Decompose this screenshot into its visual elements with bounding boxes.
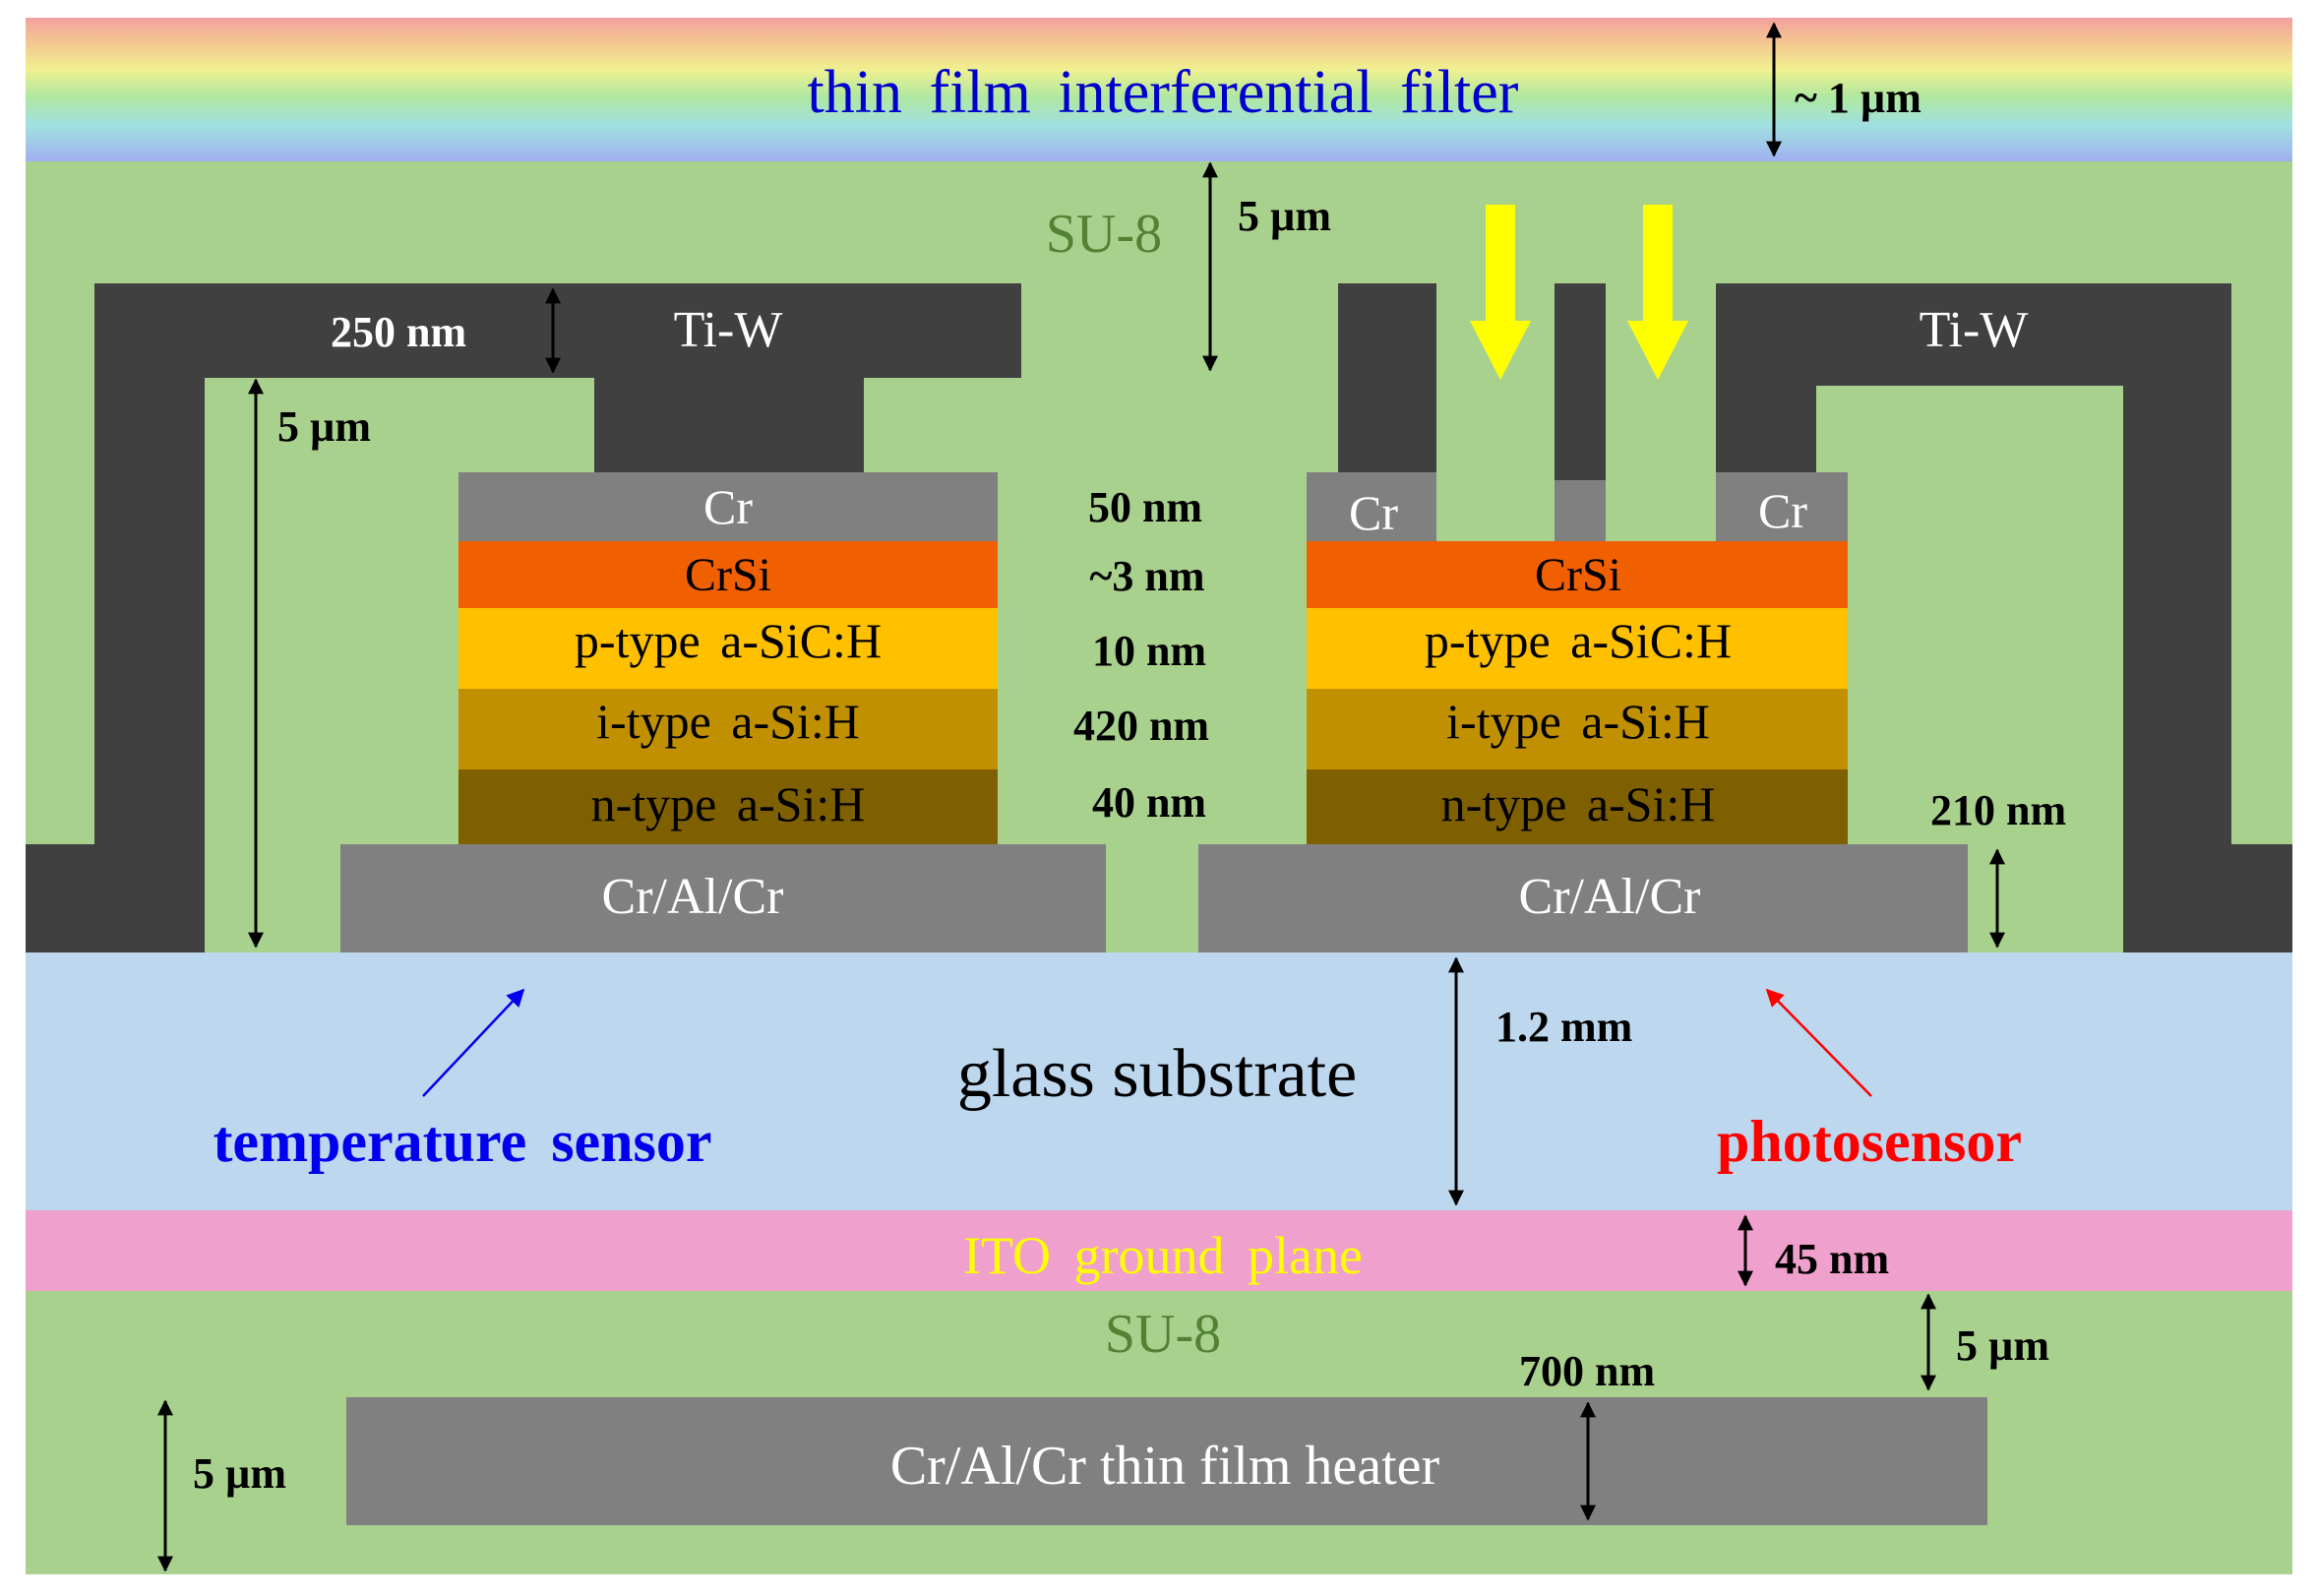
left-i-type-layer [458, 689, 998, 769]
tiw-height-label: 5 µm [277, 402, 371, 451]
filter-thickness-label: ~ 1 µm [1795, 74, 1922, 122]
tiw-right-electrode [1716, 283, 2292, 952]
left-n-type-label: n-type a-Si:H [591, 776, 866, 831]
right-n-type-label: n-type a-Si:H [1441, 776, 1716, 831]
temperature-sensor-pointer-icon [422, 988, 525, 1097]
right-i-type-label: i-type a-Si:H [1446, 694, 1710, 749]
glass-substrate-label: glass substrate [957, 1036, 1357, 1112]
tiw-right-center-finger [1555, 283, 1606, 480]
bottom-contact-thickness-label: 210 nm [1930, 786, 2066, 834]
right-i-type-layer [1307, 689, 1848, 769]
right-n-type-layer [1307, 769, 1848, 844]
left-cr-label: Cr [703, 479, 753, 534]
n-type-thickness-label: 40 nm [1092, 778, 1206, 827]
right-bottom-contact [1198, 844, 1968, 952]
temperature-sensor-label: temperature sensor [213, 1109, 711, 1174]
left-bottom-contact [340, 844, 1106, 952]
left-bottom-contact-label: Cr/Al/Cr [602, 869, 784, 925]
su8-top-thickness-label: 5 µm [1238, 192, 1331, 240]
tiw-left-electrode [26, 283, 1021, 952]
tiw-left-label: Ti-W [674, 302, 783, 358]
thin-film-heater [346, 1397, 1987, 1525]
tiw-thickness-label: 250 nm [331, 308, 466, 356]
crsi-thickness-label: ~3 nm [1089, 552, 1204, 600]
right-p-type-label: p-type a-SiC:H [1425, 613, 1732, 668]
left-n-type-layer [458, 769, 998, 844]
right-cr-right-pad [1716, 472, 1848, 541]
heater-label: Cr/Al/Cr thin film heater [890, 1436, 1440, 1497]
cr-thickness-label: 50 nm [1088, 483, 1202, 531]
left-p-type-layer [458, 608, 998, 689]
right-p-type-layer [1307, 608, 1848, 689]
right-bottom-contact-label: Cr/Al/Cr [1519, 869, 1701, 925]
su8-top-label: SU-8 [1046, 204, 1162, 265]
filter-label: thin film interferential filter [808, 59, 1519, 126]
left-i-type-label: i-type a-Si:H [596, 694, 860, 749]
heater-thickness-label: 700 nm [1519, 1347, 1655, 1395]
right-cr-right-label: Cr [1758, 483, 1807, 538]
su8-bottom-thickness-label: 5 µm [1956, 1321, 2049, 1370]
ito-label: ITO ground plane [963, 1226, 1363, 1285]
ito-ground-plane-layer [26, 1210, 2292, 1291]
left-cr-layer [458, 472, 998, 541]
right-crsi-label: CrSi [1535, 549, 1621, 601]
interferential-filter-layer [26, 18, 2292, 161]
photosensor-pointer-icon [1765, 988, 1872, 1097]
heater-su8-thickness-label: 5 µm [193, 1449, 286, 1498]
right-cr-left-label: Cr [1349, 485, 1398, 540]
tiw-right-label: Ti-W [1920, 302, 2029, 358]
ito-thickness-label: 45 nm [1775, 1235, 1889, 1283]
left-p-type-label: p-type a-SiC:H [575, 613, 882, 668]
light-arrow-left-icon [1470, 205, 1531, 380]
glass-thickness-label: 1.2 mm [1495, 1003, 1632, 1051]
right-cr-center-pad [1555, 480, 1606, 541]
i-type-thickness-label: 420 nm [1073, 702, 1209, 750]
left-crsi-label: CrSi [685, 549, 771, 601]
p-type-thickness-label: 10 nm [1092, 627, 1206, 675]
left-crsi-layer [458, 541, 998, 608]
tiw-right-inner-finger [1338, 283, 1436, 472]
glass-substrate-layer [26, 952, 2292, 1210]
su8-bottom-label: SU-8 [1105, 1304, 1221, 1365]
photosensor-label: photosensor [1717, 1109, 2022, 1174]
right-crsi-layer [1307, 541, 1848, 608]
right-cr-left-pad [1307, 472, 1436, 541]
light-arrow-right-icon [1627, 205, 1688, 380]
